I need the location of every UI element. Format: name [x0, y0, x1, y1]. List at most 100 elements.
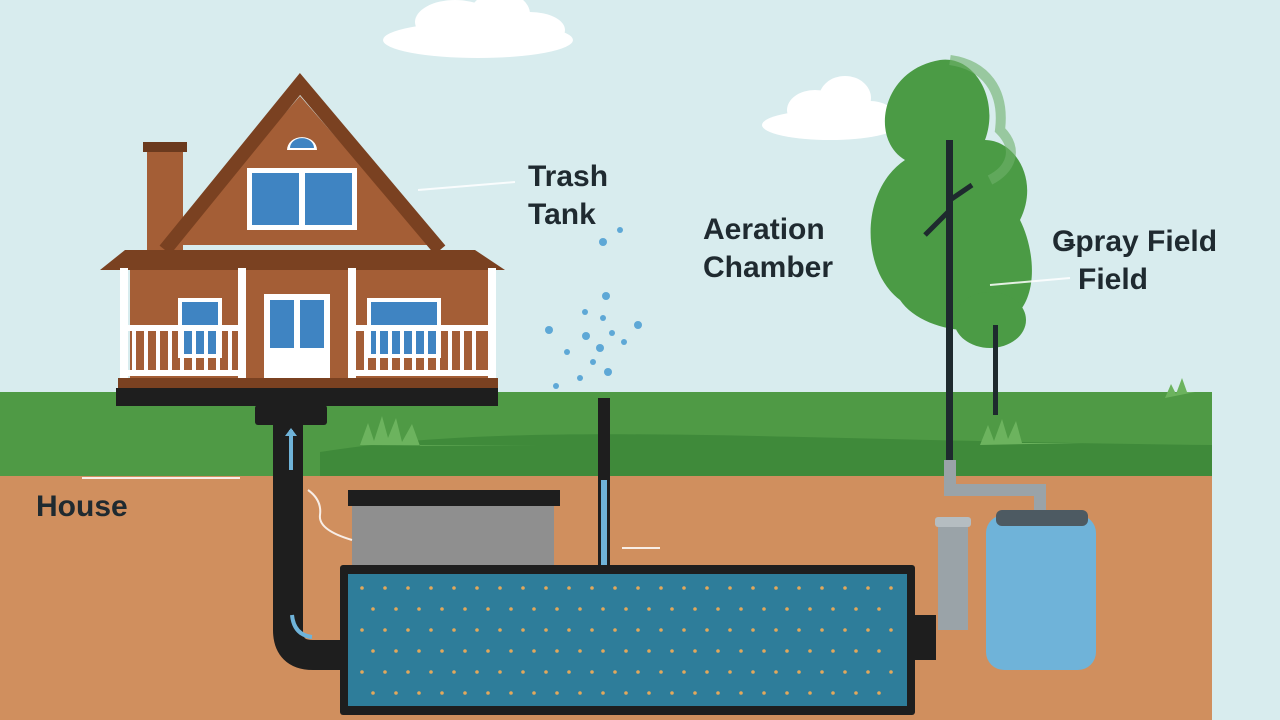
aeration-bubble	[486, 649, 490, 653]
aeration-bubble	[544, 628, 548, 632]
aeration-bubble	[601, 649, 605, 653]
aeration-bubble	[532, 607, 536, 611]
aeration-bubble	[797, 628, 801, 632]
aeration-bubble	[429, 586, 433, 590]
aeration-bubble	[647, 607, 651, 611]
aeration-bubble	[463, 607, 467, 611]
aeration-bubble	[670, 691, 674, 695]
house-illustration	[100, 73, 505, 406]
aeration-bubble	[452, 586, 456, 590]
aeration-bubble	[509, 691, 513, 695]
aeration-chamber-label-line2: Chamber	[703, 251, 834, 284]
aeration-bubble	[808, 649, 812, 653]
aeration-bubble	[613, 586, 617, 590]
aeration-bubble	[774, 586, 778, 590]
aeration-bubble	[866, 586, 870, 590]
aeration-bubble	[371, 691, 375, 695]
aeration-bubble	[785, 607, 789, 611]
aeration-bubble	[406, 586, 410, 590]
aeration-bubble	[383, 628, 387, 632]
aeration-bubble	[843, 628, 847, 632]
aeration-bubble	[521, 670, 525, 674]
aeration-bubble	[383, 586, 387, 590]
aeration-bubble	[601, 607, 605, 611]
trash-tank	[348, 490, 560, 570]
cloud-right	[762, 76, 898, 140]
aeration-bubble	[751, 670, 755, 674]
aeration-bubble	[417, 691, 421, 695]
aeration-bubble	[486, 691, 490, 695]
aeration-bubble	[544, 586, 548, 590]
aeration-bubble	[854, 649, 858, 653]
aeration-bubble	[716, 691, 720, 695]
house-label: House	[36, 490, 128, 523]
spray-field-label-line2: Field	[1078, 263, 1149, 296]
aeration-bubble	[728, 670, 732, 674]
aeration-bubble	[808, 691, 812, 695]
aeration-bubble	[785, 649, 789, 653]
aeration-bubble	[555, 691, 559, 695]
aeration-bubble	[820, 628, 824, 632]
aeration-bubble	[463, 691, 467, 695]
aeration-bubble	[567, 628, 571, 632]
aeration-bubble	[578, 691, 582, 695]
aeration-bubble	[659, 670, 663, 674]
aeration-bubble	[889, 628, 893, 632]
aeration-bubble	[624, 649, 628, 653]
aeration-bubble	[624, 607, 628, 611]
trash-tank-label-line1: Trash	[528, 160, 609, 193]
aeration-bubble	[567, 670, 571, 674]
aeration-bubble	[532, 649, 536, 653]
aeration-bubble	[739, 607, 743, 611]
aeration-bubble	[831, 607, 835, 611]
aeration-bubble	[498, 628, 502, 632]
aeration-bubble	[406, 670, 410, 674]
aeration-bubble	[636, 586, 640, 590]
aeration-bubble	[360, 628, 364, 632]
aeration-bubble	[475, 628, 479, 632]
aeration-bubble	[831, 691, 835, 695]
aeration-bubble	[429, 670, 433, 674]
aeration-bubble	[452, 628, 456, 632]
aeration-bubble	[521, 586, 525, 590]
aeration-bubble	[762, 691, 766, 695]
sky-right-margin	[1212, 390, 1280, 720]
aeration-bubble	[440, 691, 444, 695]
aeration-bubble	[716, 607, 720, 611]
cloud-left	[383, 0, 573, 58]
aeration-bubble	[693, 607, 697, 611]
aeration-bubble	[693, 649, 697, 653]
aeration-bubble	[670, 649, 674, 653]
aeration-bubble	[877, 691, 881, 695]
aeration-bubble	[728, 586, 732, 590]
aeration-bubble	[866, 670, 870, 674]
aeration-bubble	[843, 670, 847, 674]
aeration-bubble	[406, 628, 410, 632]
aeration-bubble	[705, 628, 709, 632]
aeration-bubble	[889, 586, 893, 590]
aeration-bubble	[463, 649, 467, 653]
aeration-bubble	[854, 607, 858, 611]
aeration-bubble	[659, 628, 663, 632]
trash-tank-label: Trash Tank	[528, 158, 608, 234]
aeration-bubble	[877, 649, 881, 653]
aeration-bubble	[636, 628, 640, 632]
pump-tank	[986, 510, 1096, 670]
aeration-bubble	[383, 670, 387, 674]
aeration-bubble	[544, 670, 548, 674]
aeration-bubble	[647, 649, 651, 653]
aeration-bubble	[808, 607, 812, 611]
aeration-bubble	[417, 649, 421, 653]
aeration-bubble	[705, 670, 709, 674]
grass-darker-band	[320, 434, 1212, 478]
aeration-bubble	[820, 670, 824, 674]
aeration-bubble	[751, 586, 755, 590]
aeration-bubble	[716, 649, 720, 653]
aeration-bubble	[866, 628, 870, 632]
aeration-bubble	[521, 628, 525, 632]
aeration-bubble	[670, 607, 674, 611]
pipe-system	[255, 398, 1046, 670]
aeration-bubble	[659, 586, 663, 590]
aeration-bubble	[785, 691, 789, 695]
